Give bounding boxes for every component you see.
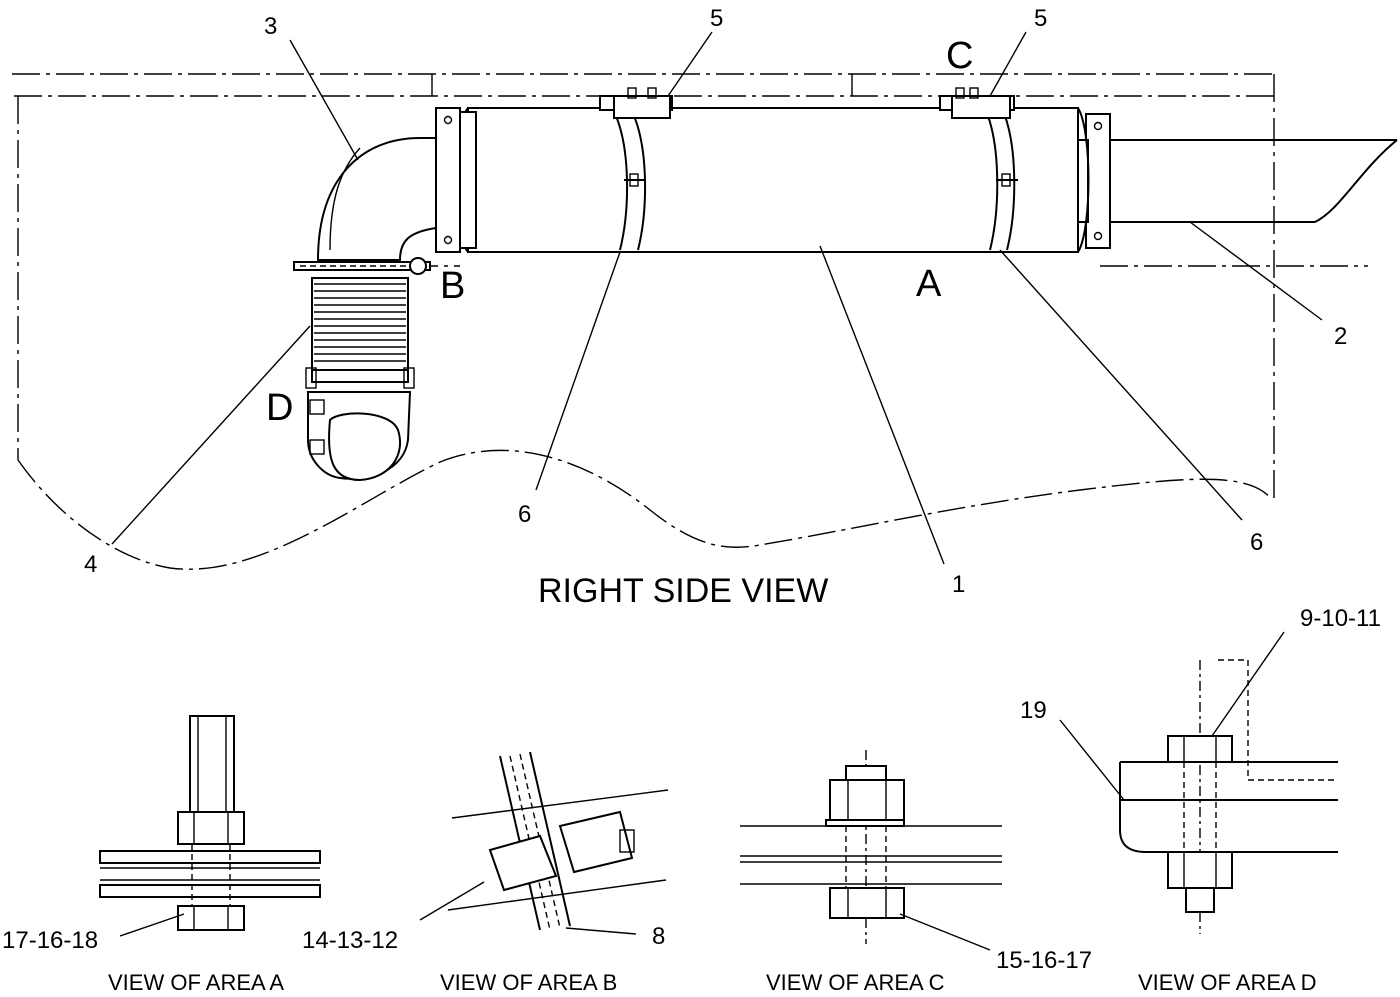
callout-d: 9-10-11 (1300, 605, 1381, 632)
detail-view-c: 15-16-17 VIEW OF AREA C (740, 750, 1092, 995)
detail-view-b: 14-13-12 8 VIEW OF AREA B (302, 751, 669, 995)
area-letter-b: B (440, 265, 465, 307)
callout-1: 1 (952, 571, 965, 598)
caption-c: VIEW OF AREA C (766, 970, 945, 995)
callout-6-left: 6 (518, 501, 531, 528)
exhaust-pipe (1075, 113, 1398, 249)
strap-right (987, 115, 1018, 251)
callout-b: 14-13-12 (302, 927, 398, 954)
clamp-left (599, 87, 673, 119)
main-view-title: RIGHT SIDE VIEW (538, 572, 828, 610)
callout-d2: 19 (1020, 697, 1047, 724)
clamp-right (939, 87, 1015, 119)
strap-left (615, 115, 647, 251)
muffler (435, 107, 1090, 253)
callout-4: 4 (84, 551, 97, 578)
callout-6-right: 6 (1250, 529, 1263, 556)
callout-5-right: 5 (1034, 5, 1047, 32)
bellows (293, 257, 431, 389)
caption-b: VIEW OF AREA B (440, 970, 617, 995)
callout-3: 3 (264, 13, 277, 40)
callout-c: 15-16-17 (996, 947, 1092, 974)
callout-2: 2 (1334, 323, 1347, 350)
detail-view-a: 17-16-18 VIEW OF AREA A (2, 715, 321, 995)
area-letter-c: C (946, 35, 973, 77)
leader-lines (111, 31, 1323, 565)
caption-d: VIEW OF AREA D (1138, 970, 1316, 995)
callout-a: 17-16-18 (2, 927, 98, 954)
caption-a: VIEW OF AREA A (108, 970, 284, 995)
detail-view-d: 9-10-11 19 VIEW OF AREA D (1020, 605, 1381, 995)
elbow (316, 137, 437, 261)
area-letter-d: D (266, 387, 293, 429)
turbo-outlet (307, 391, 412, 482)
area-letter-a: A (916, 263, 942, 305)
callout-b2: 8 (652, 923, 665, 950)
main-view-labels: 3 5 5 C B A D 2 6 6 4 1 RIGHT SIDE VIEW (84, 5, 1347, 610)
callout-5-left: 5 (710, 5, 723, 32)
